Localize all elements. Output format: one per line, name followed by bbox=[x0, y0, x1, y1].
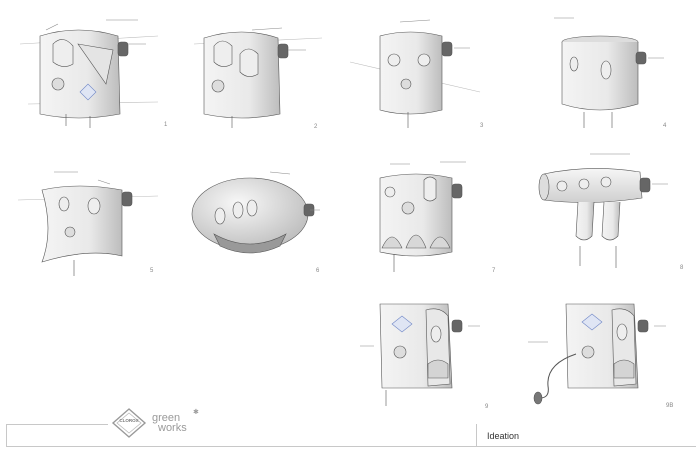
sketch-number-4: 4 bbox=[663, 123, 667, 129]
concept-sketch-9 bbox=[360, 303, 480, 406]
concept-sketch-8 bbox=[538, 153, 668, 268]
footer-left-rule bbox=[6, 424, 7, 446]
sketch-number-9b: 9B bbox=[666, 403, 674, 409]
sketch-number-8: 8 bbox=[680, 265, 684, 271]
footer-divider bbox=[476, 424, 477, 446]
greenworks-logo: green works bbox=[152, 412, 187, 434]
concept-sketch-1 bbox=[19, 19, 159, 128]
concept-sketch-9b bbox=[528, 303, 666, 405]
sketch-number-5: 5 bbox=[150, 268, 154, 274]
greenworks-sparkle-icon: ✱ bbox=[193, 409, 199, 416]
concept-sketch-3 bbox=[350, 19, 481, 128]
footer-top-rule bbox=[6, 424, 108, 425]
sketch-number-3: 3 bbox=[480, 123, 484, 129]
greenworks-logo-line1: green bbox=[152, 412, 181, 424]
clorox-logo-text: CLOROX bbox=[119, 418, 139, 423]
concept-sketch-4 bbox=[554, 17, 664, 128]
sketch-number-1: 1 bbox=[164, 122, 168, 128]
footer-bottom-rule bbox=[6, 446, 696, 447]
concept-sketch-5 bbox=[18, 171, 159, 276]
concept-sketch-6 bbox=[191, 171, 320, 254]
sketch-number-9: 9 bbox=[485, 404, 489, 410]
sketch-number-6: 6 bbox=[316, 268, 320, 274]
sketch-number-2: 2 bbox=[314, 124, 318, 130]
concept-sketch-7 bbox=[379, 161, 466, 272]
greenworks-logo-line2: works bbox=[158, 422, 187, 434]
section-label: Ideation bbox=[487, 431, 520, 441]
concept-sketch-2 bbox=[193, 27, 323, 128]
sketch-number-7: 7 bbox=[492, 268, 496, 274]
clorox-logo bbox=[111, 408, 147, 438]
